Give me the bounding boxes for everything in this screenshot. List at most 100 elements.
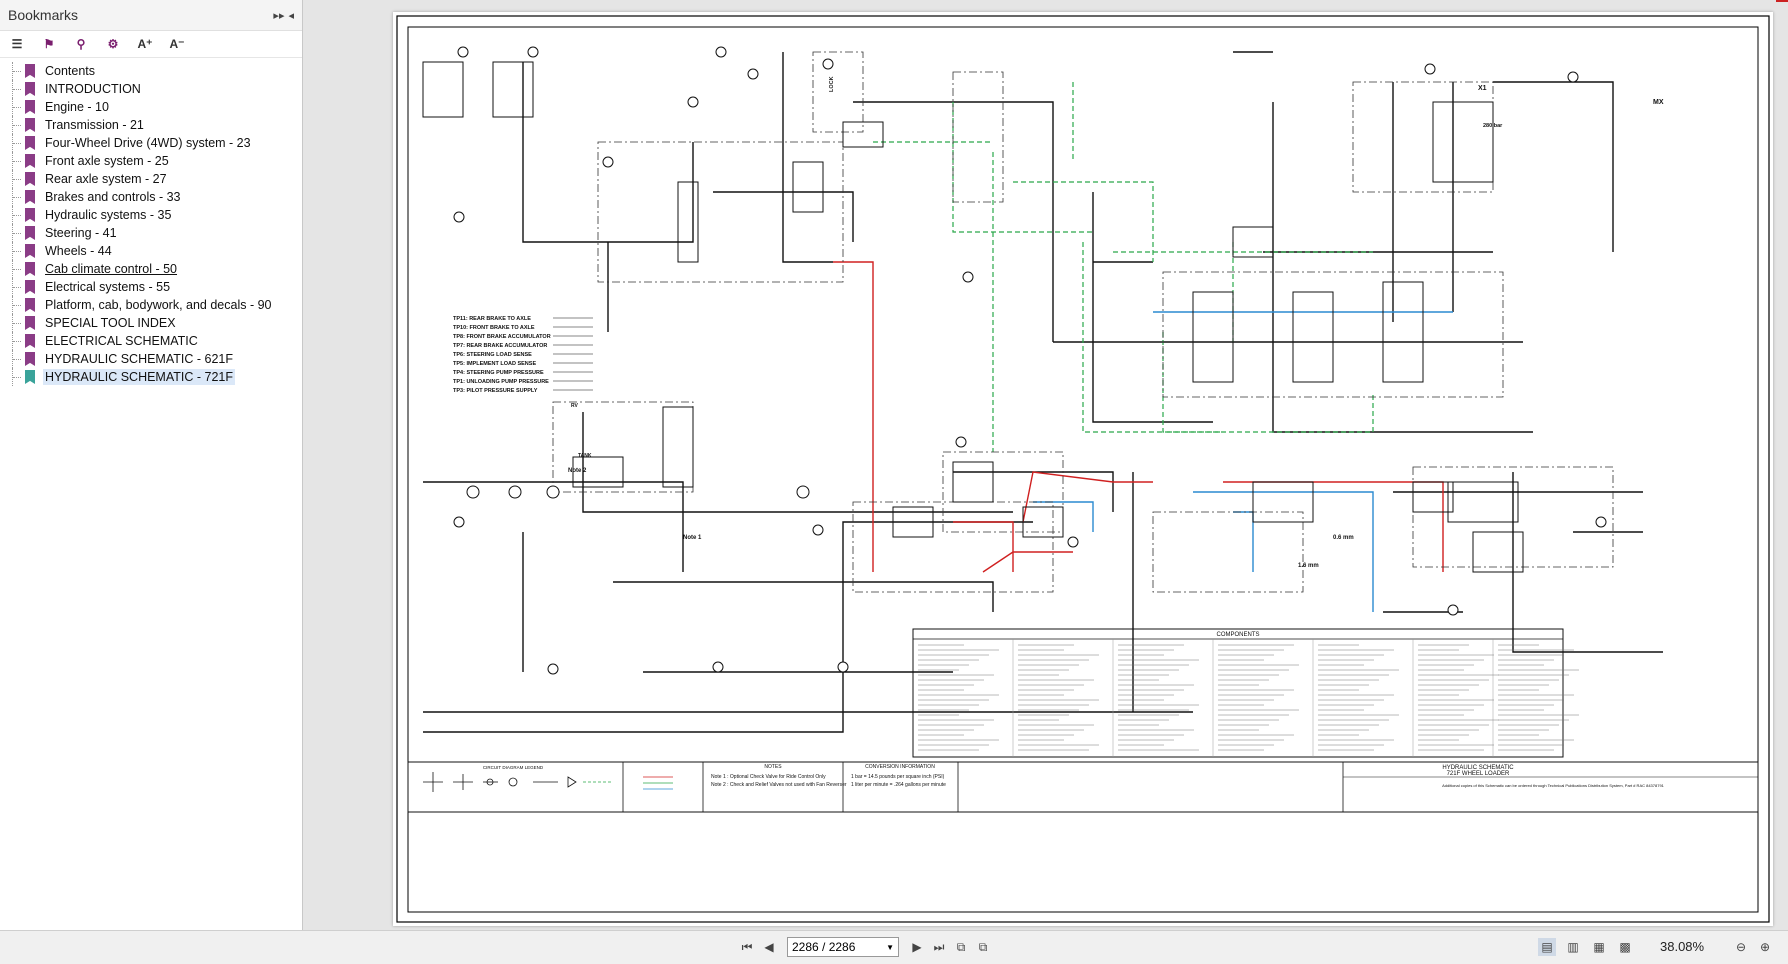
bookmark-item[interactable]: SPECIAL TOOL INDEX xyxy=(0,314,302,332)
bookmark-icon xyxy=(25,64,35,78)
bookmark-item[interactable]: Contents xyxy=(0,62,302,80)
bookmark-item[interactable]: Brakes and controls - 33 xyxy=(0,188,302,206)
chevron-down-icon[interactable]: ▼ xyxy=(886,942,894,952)
facing-view-icon[interactable]: ▦ xyxy=(1593,940,1605,954)
bookmark-label: Electrical systems - 55 xyxy=(45,280,171,294)
bookmark-label: HYDRAULIC SCHEMATIC - 721F xyxy=(43,369,235,385)
bookmark-item[interactable]: Steering - 41 xyxy=(0,224,302,242)
expand-panel-icon[interactable]: ▸▸ xyxy=(273,9,285,22)
bookmark-label: ELECTRICAL SCHEMATIC xyxy=(45,334,198,348)
bookmark-item[interactable]: Engine - 10 xyxy=(0,98,302,116)
bookmark-label: Four-Wheel Drive (4WD) system - 23 xyxy=(45,136,251,150)
bookmark-item[interactable]: Four-Wheel Drive (4WD) system - 23 xyxy=(0,134,302,152)
next-view-icon[interactable]: ⧉ xyxy=(978,939,988,954)
continuous-view-icon[interactable]: ▥ xyxy=(1567,940,1579,954)
zoom-level[interactable]: 38.08% xyxy=(1660,939,1705,954)
bookmark-label: Contents xyxy=(45,64,96,78)
bookmark-item[interactable]: Rear axle system - 27 xyxy=(0,170,302,188)
bookmark-icon xyxy=(25,136,35,150)
bookmark-icon xyxy=(25,334,35,348)
bookmark-label: SPECIAL TOOL INDEX xyxy=(45,316,176,330)
conversion-title: CONVERSION INFORMATION xyxy=(865,764,935,770)
bookmark-item[interactable]: Platform, cab, bodywork, and decals - 90 xyxy=(0,296,302,314)
bookmark-label: Steering - 41 xyxy=(45,226,117,240)
single-page-view-icon[interactable]: ▤ xyxy=(1538,938,1556,956)
bookmark-item[interactable]: Hydraulic systems - 35 xyxy=(0,206,302,224)
first-page-icon[interactable]: ⏮ xyxy=(741,939,753,954)
previous-page-icon[interactable]: ◀ xyxy=(764,940,774,954)
bookmark-item[interactable]: Electrical systems - 55 xyxy=(0,278,302,296)
port-label: MX xyxy=(1653,99,1664,106)
next-page-icon[interactable]: ▶ xyxy=(912,940,922,954)
bookmark-item[interactable]: HYDRAULIC SCHEMATIC - 621F xyxy=(0,350,302,368)
components-title: COMPONENTS xyxy=(1216,632,1259,638)
note-line: Note 2 : Check and Relief Valves not use… xyxy=(711,782,847,788)
zoom-in-icon[interactable]: ⊕ xyxy=(1759,940,1771,954)
test-point-label: TP11: REAR BRAKE TO AXLE xyxy=(453,316,531,322)
legend-title: CIRCUIT DIAGRAM LEGEND xyxy=(483,765,544,770)
orifice-label: 0.6 mm xyxy=(1333,535,1354,541)
last-page-icon[interactable]: ⏭ xyxy=(933,939,945,954)
bookmark-icon xyxy=(25,118,35,132)
bookmark-item[interactable]: Front axle system - 25 xyxy=(0,152,302,170)
bookmark-icon xyxy=(25,190,35,204)
orifice-label: 1.6 mm xyxy=(1298,563,1319,569)
bookmark-icon xyxy=(25,280,35,294)
increase-text-size-icon[interactable]: A⁺ xyxy=(137,37,153,51)
previous-view-icon[interactable]: ⧉ xyxy=(956,939,966,954)
test-point-label: TP5: IMPLEMENT LOAD SENSE xyxy=(453,361,536,367)
test-point-label: TP3: PILOT PRESSURE SUPPLY xyxy=(453,388,538,394)
hydraulic-schematic: TP11: REAR BRAKE TO AXLE TP10: FRONT BRA… xyxy=(396,15,1770,923)
bookmark-icon xyxy=(25,352,35,366)
tank-label: TANK xyxy=(578,453,592,459)
collapse-panel-icon[interactable]: ◂ xyxy=(288,9,294,22)
continuous-facing-view-icon[interactable]: ▩ xyxy=(1619,940,1631,954)
pressure-label: 280 bar xyxy=(1483,123,1503,129)
bookmark-item[interactable]: Cab climate control - 50 xyxy=(0,260,302,278)
bookmark-icon xyxy=(25,262,35,276)
bookmark-icon xyxy=(25,208,35,222)
bookmark-icon xyxy=(25,154,35,168)
bookmark-icon xyxy=(25,226,35,240)
bookmark-settings-icon[interactable]: ⚙ xyxy=(107,37,119,51)
test-point-label: TP10: FRONT BRAKE TO AXLE xyxy=(453,325,535,331)
bookmarks-toolbar: ☰ ⚑ ⚲ ⚙ A⁺ A⁻ xyxy=(0,31,302,58)
bookmark-item[interactable]: Transmission - 21 xyxy=(0,116,302,134)
find-bookmark-icon[interactable]: ⚲ xyxy=(76,37,86,51)
title-block-line: 721F WHEEL LOADER xyxy=(1447,771,1510,777)
footer-note: Additional copies of this Schematic can … xyxy=(1442,783,1665,788)
test-point-label: TP1: UNLOADING PUMP PRESSURE xyxy=(453,379,549,385)
notes-title: NOTES xyxy=(764,764,782,770)
bookmark-label: Engine - 10 xyxy=(45,100,109,114)
bookmark-label: INTRODUCTION xyxy=(45,82,141,96)
bookmark-options-icon[interactable]: ☰ xyxy=(11,37,23,51)
bookmark-label: Brakes and controls - 33 xyxy=(45,190,181,204)
bookmark-label: Wheels - 44 xyxy=(45,244,112,258)
bookmark-label: Rear axle system - 27 xyxy=(45,172,167,186)
bookmark-label: Hydraulic systems - 35 xyxy=(45,208,172,222)
bookmark-item[interactable]: ELECTRICAL SCHEMATIC xyxy=(0,332,302,350)
zoom-out-icon[interactable]: ⊖ xyxy=(1735,940,1747,954)
bookmarks-title: Bookmarks xyxy=(8,7,79,23)
page-navigation-bar: ⏮ ◀ 2286 / 2286 ▼ ▶ ⏭ ⧉ ⧉ ▤ ▥ ▦ ▩ 38.08%… xyxy=(0,930,1788,964)
bookmark-icon xyxy=(25,82,35,96)
note-line: Note 1 : Optional Check Valve for Ride C… xyxy=(711,774,826,780)
bookmark-item-selected[interactable]: HYDRAULIC SCHEMATIC - 721F xyxy=(0,368,302,386)
port-label: X1 xyxy=(1478,85,1487,92)
test-point-label: TP6: STEERING LOAD SENSE xyxy=(453,352,532,358)
bookmark-icon xyxy=(25,370,35,384)
bookmark-item[interactable]: INTRODUCTION xyxy=(0,80,302,98)
bookmark-label: Front axle system - 25 xyxy=(45,154,169,168)
decrease-text-size-icon[interactable]: A⁻ xyxy=(169,37,185,51)
relief-label: RV xyxy=(571,403,579,409)
bookmark-item[interactable]: Wheels - 44 xyxy=(0,242,302,260)
page-number-value: 2286 / 2286 xyxy=(792,940,856,954)
bookmark-label: HYDRAULIC SCHEMATIC - 621F xyxy=(45,352,233,366)
page-number-input[interactable]: 2286 / 2286 ▼ xyxy=(787,937,899,957)
note-2-label: Note 2 xyxy=(568,468,587,474)
conversion-line: 1 liter per minute = .264 gallons per mi… xyxy=(851,782,946,788)
test-point-label: TP4: STEERING PUMP PRESSURE xyxy=(453,370,544,376)
test-point-label: TP7: REAR BRAKE ACCUMULATOR xyxy=(453,343,547,349)
new-bookmark-icon[interactable]: ⚑ xyxy=(43,37,55,51)
document-viewport[interactable]: TP11: REAR BRAKE TO AXLE TP10: FRONT BRA… xyxy=(303,0,1788,930)
